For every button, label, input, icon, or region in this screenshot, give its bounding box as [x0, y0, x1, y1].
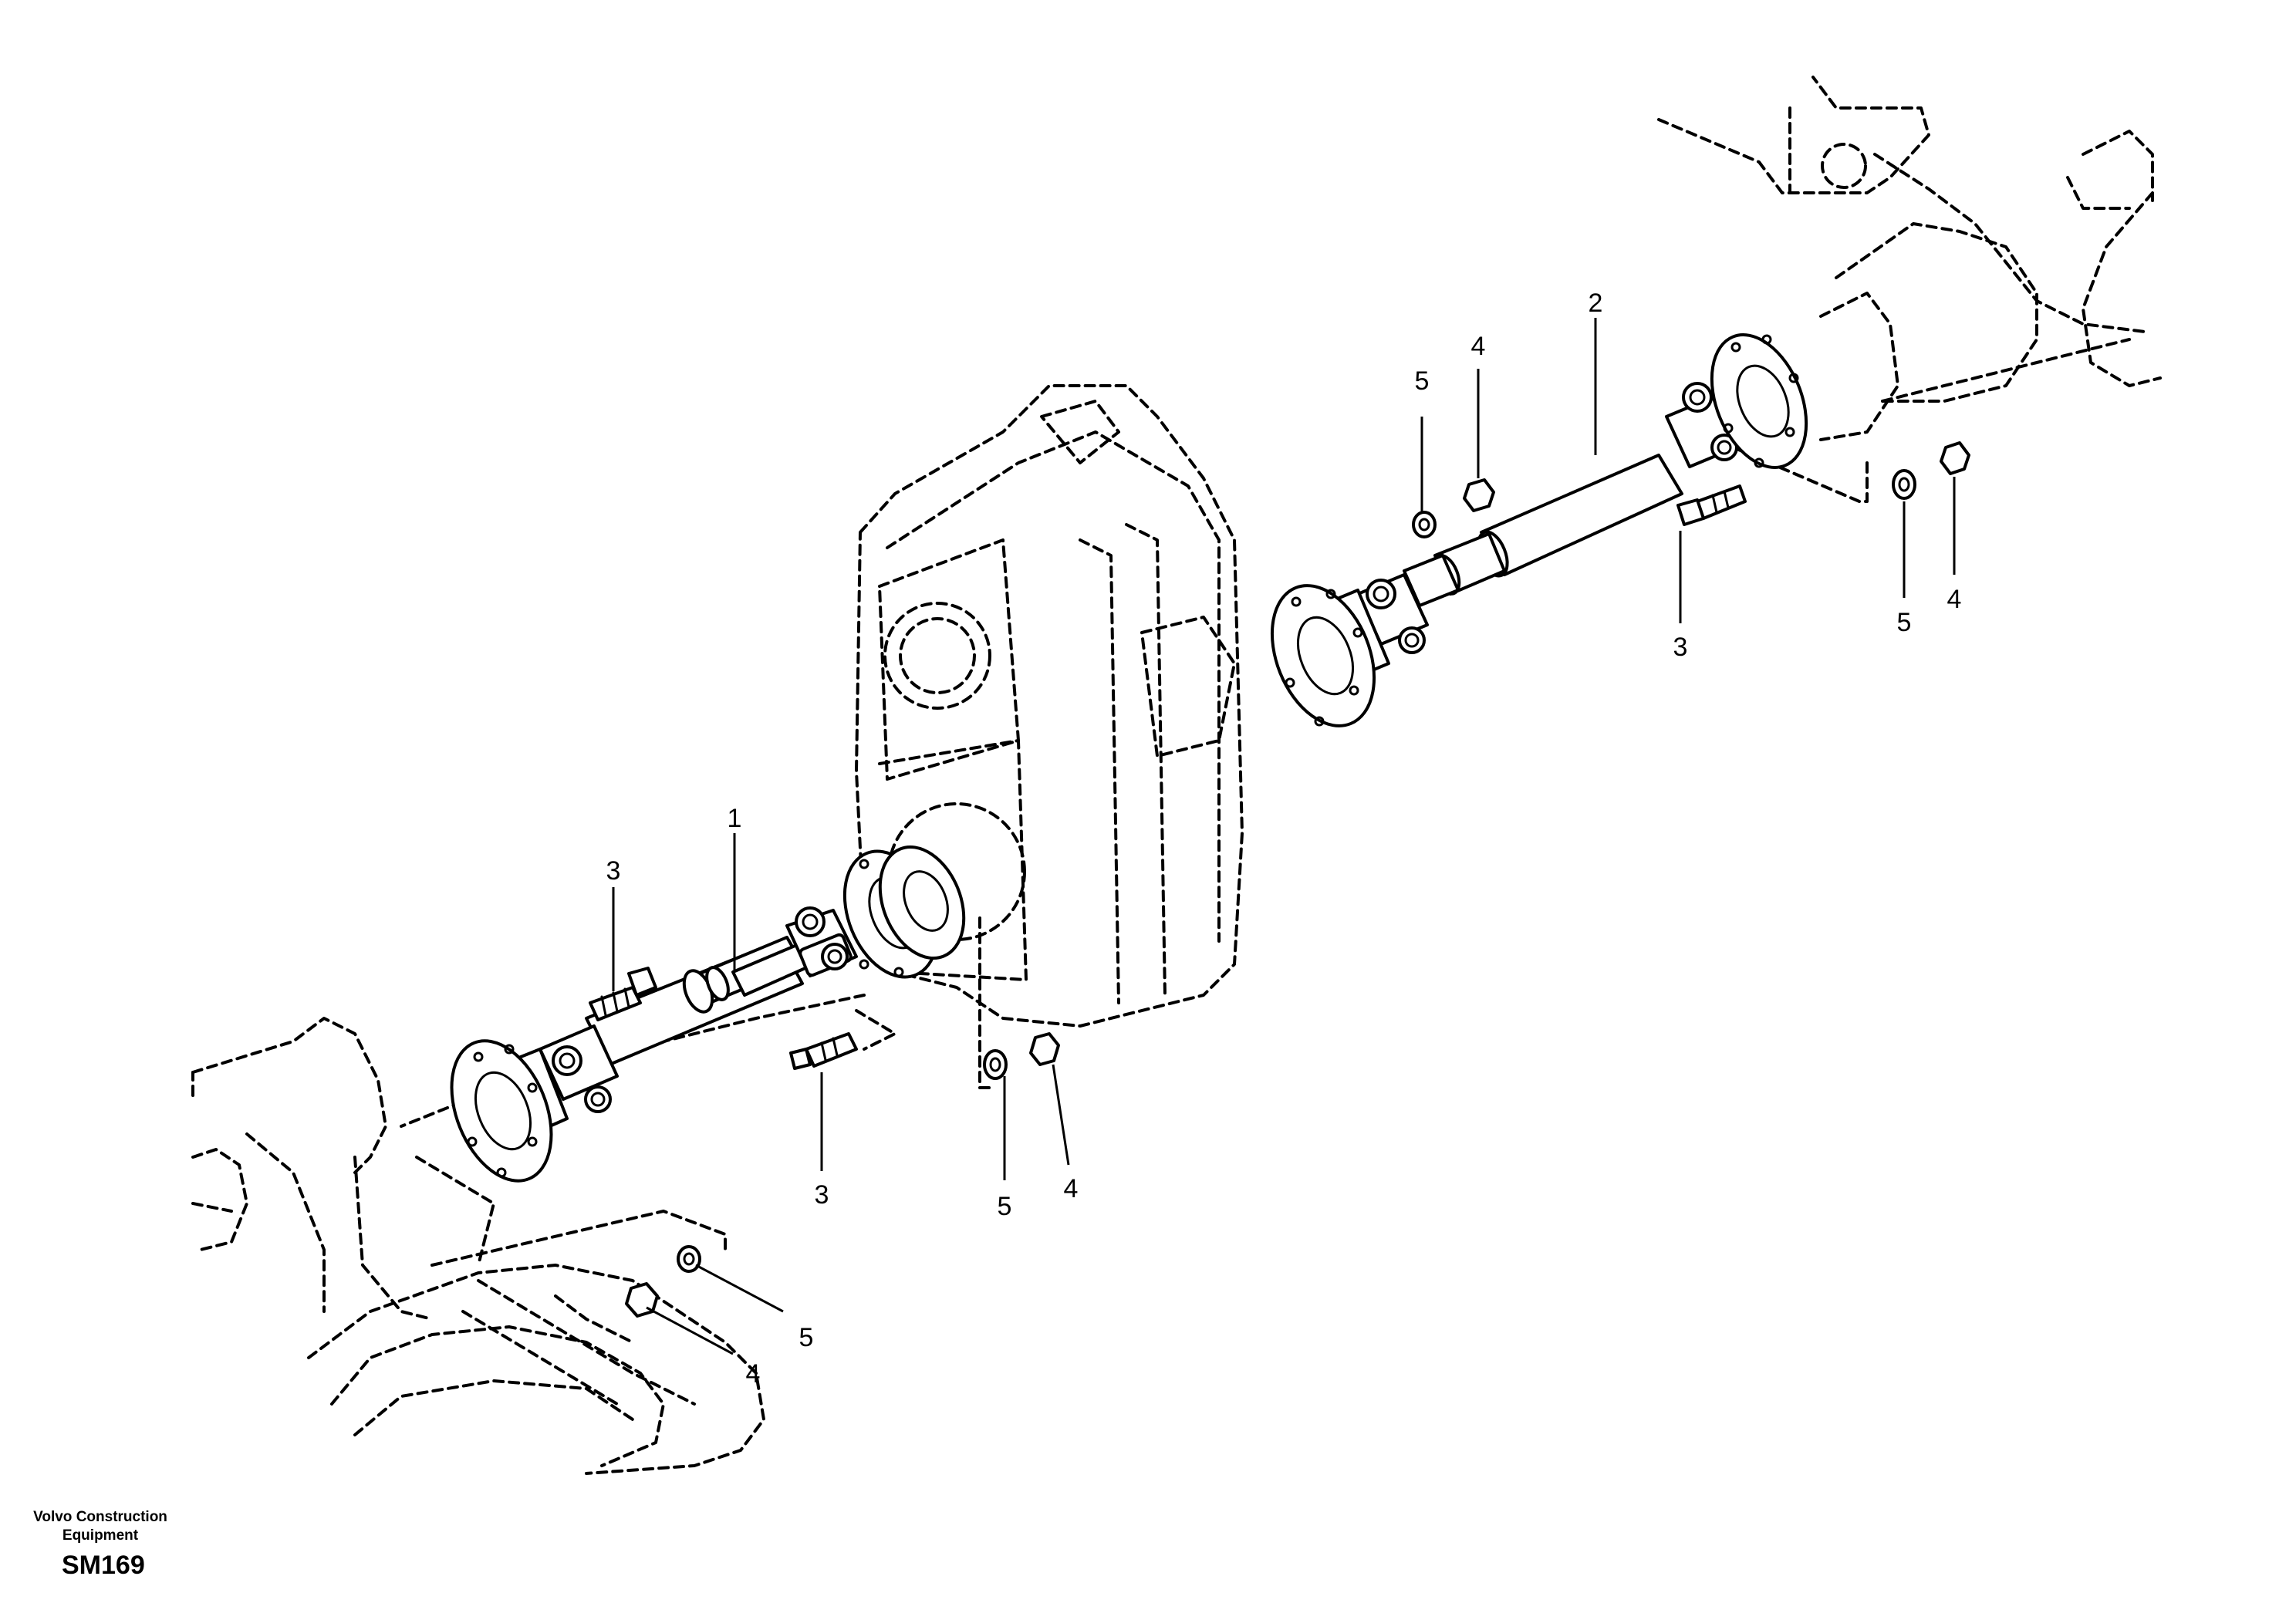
front-bolt	[1676, 484, 1747, 526]
callout-lower-nut: 4	[746, 1359, 761, 1389]
front-lock-washer-left	[1412, 511, 1437, 538]
front-lock-washer-right	[1892, 469, 1916, 500]
lower-lock-washer	[677, 1245, 701, 1273]
callout-rear-bolt: 3	[606, 856, 621, 886]
callout-rear-shaft: 1	[728, 804, 742, 833]
front-drive-shaft	[1270, 333, 1808, 727]
rear-bolt-upper	[589, 967, 657, 1021]
callout-front-shaft: 2	[1589, 289, 1603, 318]
callout-rear-bolt-lower: 3	[815, 1180, 829, 1210]
callout-lower-lock-washer: 5	[799, 1323, 814, 1352]
rear-bolt-lower	[789, 1032, 858, 1070]
callout-front-lock-washer-left: 5	[1415, 366, 1430, 396]
callout-front-nut-left: 4	[1471, 332, 1486, 361]
gearbox-housing-outline	[855, 384, 1244, 1089]
rear-drive-shaft	[450, 845, 966, 1183]
footer-brand: Volvo Construction Equipment	[23, 1508, 177, 1545]
front-nut-left	[1463, 478, 1495, 512]
drawing-code: SM169	[62, 1551, 145, 1580]
callout-rear-lock-washer: 5	[998, 1192, 1012, 1221]
rear-axle-outline	[191, 994, 896, 1475]
callout-rear-nut: 4	[1064, 1174, 1079, 1203]
leader-lines	[612, 318, 1956, 1355]
brand-label: Volvo Construction Equipment	[33, 1509, 167, 1544]
rear-nut	[1029, 1032, 1060, 1066]
callout-front-bolt: 3	[1673, 633, 1688, 662]
rear-lock-washer	[983, 1049, 1008, 1080]
callout-front-nut-right: 4	[1947, 585, 1962, 614]
front-nut-right	[1940, 441, 1970, 475]
callout-front-lock-washer-right: 5	[1897, 608, 1912, 637]
